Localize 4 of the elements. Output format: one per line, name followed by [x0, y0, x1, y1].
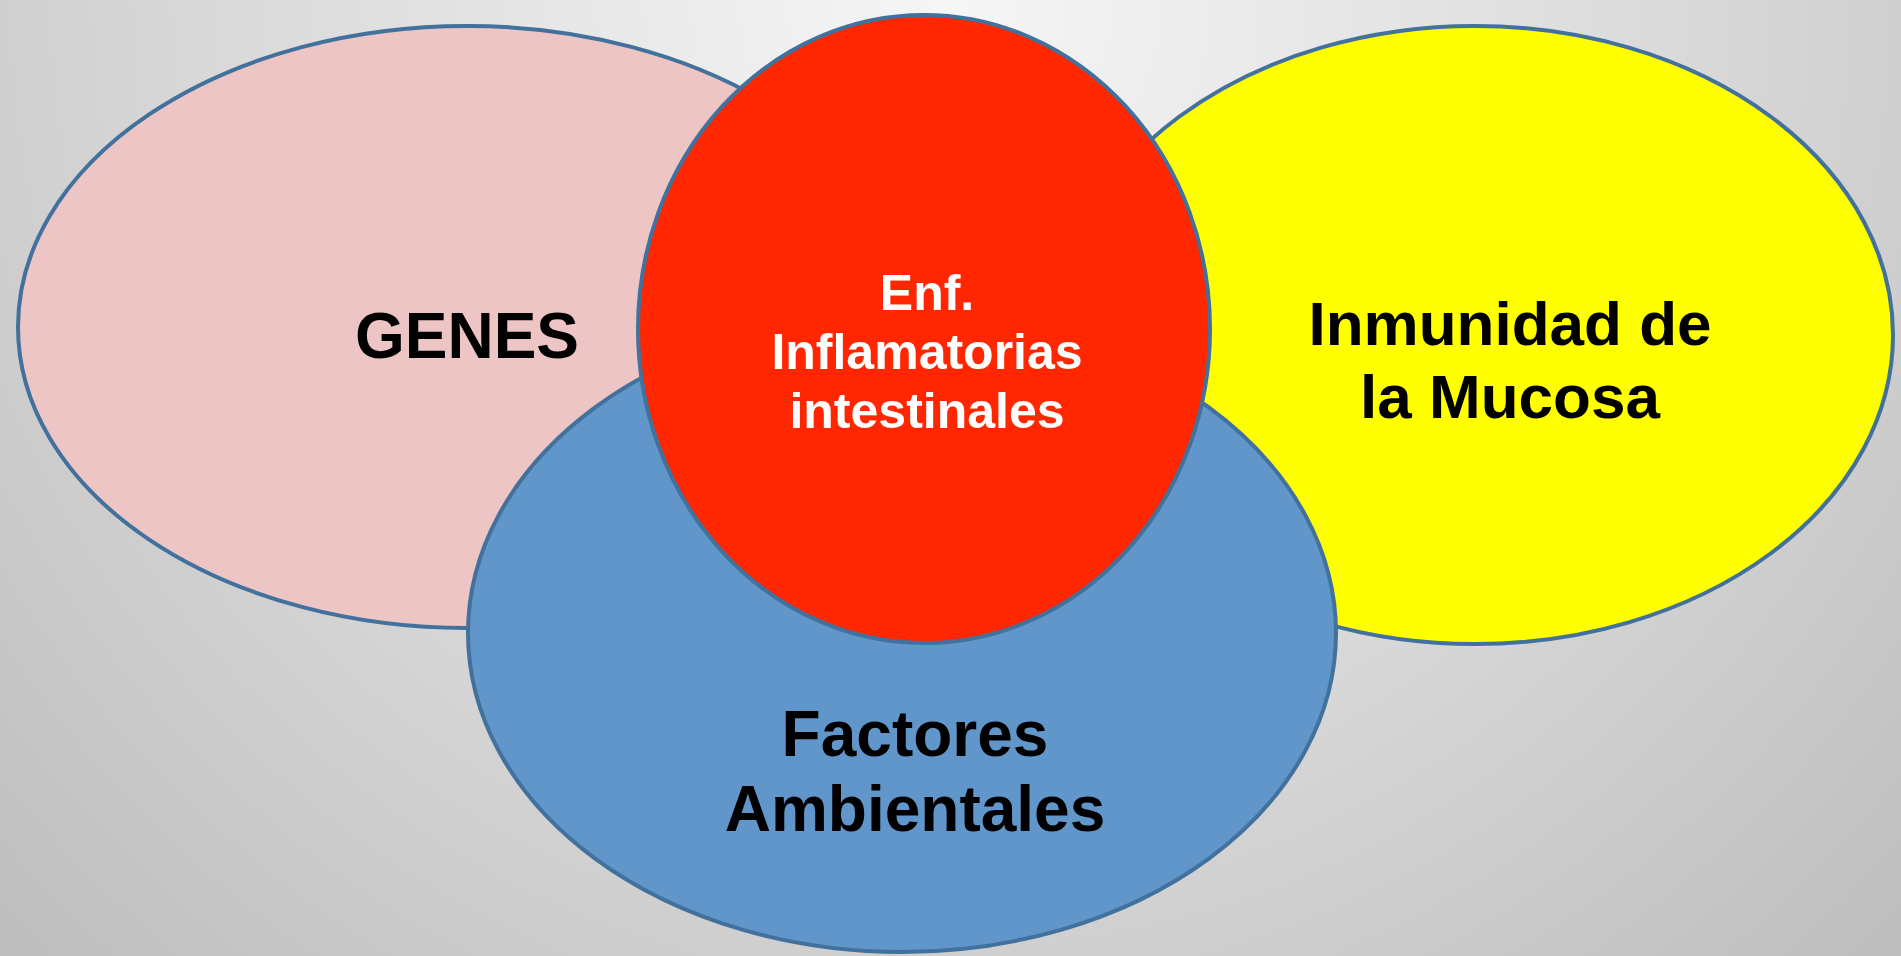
ellipse-label: Factores Ambientales	[723, 696, 1107, 847]
ellipse-label: Inmunidad de la Mucosa	[1307, 288, 1713, 434]
ellipse-label: GENES	[353, 299, 581, 374]
ellipse-label: Enf. Inflamatorias intestinales	[770, 263, 1084, 441]
